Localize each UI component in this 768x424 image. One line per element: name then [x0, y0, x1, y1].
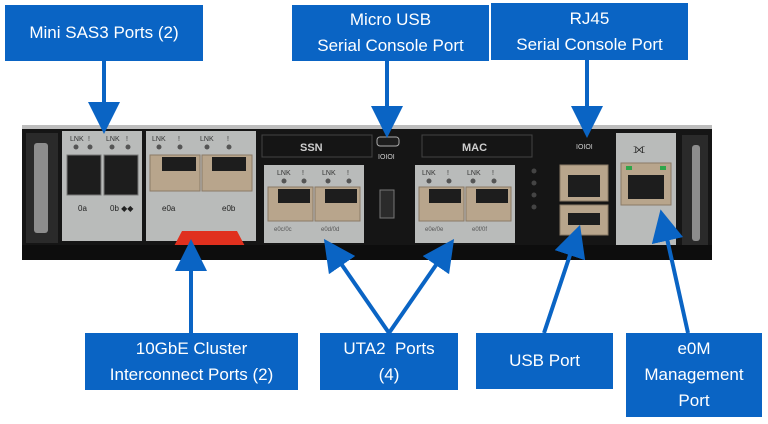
- sas-port-0b[interactable]: [103, 154, 139, 196]
- serial-icon: IOIOI: [378, 154, 395, 161]
- status-leds: [531, 168, 537, 210]
- ssn-label: SSN: [300, 142, 323, 154]
- label-cluster: 10GbE Cluster Interconnect Ports (2): [85, 333, 298, 390]
- arrow-uta2-left: [323, 238, 391, 335]
- e0m-led-left: [626, 166, 632, 170]
- arrow-uta2-right: [387, 238, 455, 335]
- svg-text:!: !: [126, 136, 128, 143]
- svg-text:!: !: [447, 170, 449, 177]
- label-usb: USB Port: [476, 333, 613, 389]
- svg-text:LNK: LNK: [200, 136, 214, 143]
- cluster-port-label-e0b: e0b: [222, 204, 236, 213]
- e0m-led-right: [660, 166, 666, 170]
- wrench-icon: ⟗: [633, 140, 645, 156]
- sas-port-0a[interactable]: [66, 154, 102, 196]
- label-micro-usb: Micro USB Serial Console Port: [292, 5, 489, 61]
- cluster-led-row: LNK ! LNK !: [152, 136, 232, 150]
- sas-port-label-0a: 0a: [78, 204, 87, 213]
- uta2-label-e0f: e0f/0f: [472, 227, 487, 233]
- svg-text:LNK: LNK: [277, 170, 291, 177]
- svg-text:!: !: [88, 136, 90, 143]
- uta2-label-e0e: e0e/0e: [425, 227, 444, 233]
- svg-text:!: !: [302, 170, 304, 177]
- network-icon: [379, 189, 395, 219]
- label-mini-sas: Mini SAS3 Ports (2): [5, 5, 203, 61]
- svg-text:LNK: LNK: [467, 170, 481, 177]
- svg-text:LNK: LNK: [70, 136, 84, 143]
- svg-text:LNK: LNK: [152, 136, 166, 143]
- svg-text:!: !: [178, 136, 180, 143]
- svg-text:!: !: [492, 170, 494, 177]
- svg-text:LNK: LNK: [322, 170, 336, 177]
- cluster-port-label-e0a: e0a: [162, 204, 176, 213]
- uta2-label-e0c: e0c/0c: [274, 227, 292, 233]
- micro-usb-port[interactable]: [376, 136, 400, 147]
- mac-label: MAC: [462, 142, 487, 154]
- svg-text:LNK: LNK: [106, 136, 120, 143]
- sas-led-row: LNK ! LNK !: [70, 136, 131, 150]
- label-rj45: RJ45 Serial Console Port: [491, 3, 688, 60]
- svg-text:!: !: [227, 136, 229, 143]
- uta2-label-e0d: e0d/0d: [321, 227, 339, 233]
- svg-text:!: !: [347, 170, 349, 177]
- label-e0m: e0M Management Port: [626, 333, 762, 417]
- label-uta2: UTA2 Ports (4): [320, 333, 458, 390]
- sas-port-label-0b: 0b ◆◆: [110, 204, 134, 213]
- console-serial-icon: IOIOI: [576, 144, 593, 151]
- svg-text:LNK: LNK: [422, 170, 436, 177]
- controller-chassis: LNK ! LNK ! 0a 0b ◆◆ LNK ! LNK ! e0a e0b…: [22, 125, 712, 260]
